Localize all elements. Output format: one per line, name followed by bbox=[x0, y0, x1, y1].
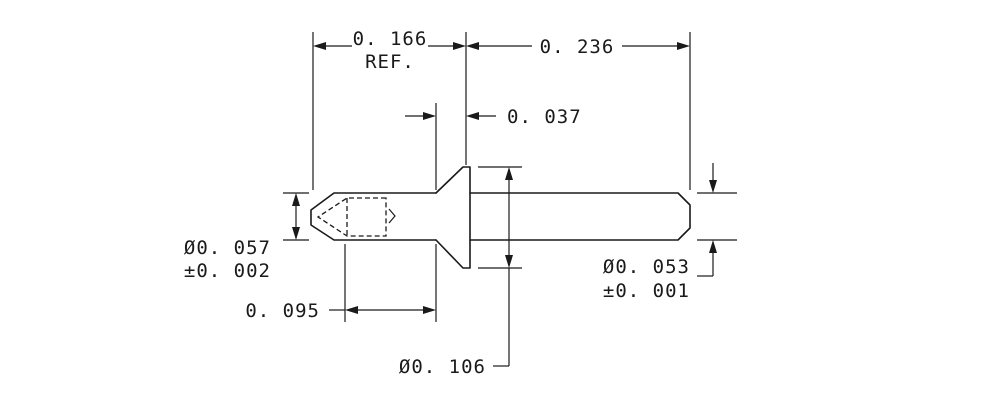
dim-shank-length: 0. 236 bbox=[466, 32, 691, 190]
pin-flange bbox=[435, 166, 471, 269]
dim-label-ref-suffix: REF. bbox=[365, 51, 415, 73]
dim-label-flange-diameter: Ø0. 106 bbox=[399, 356, 486, 378]
dim-shank-diameter: Ø0. 053 ±0. 001 bbox=[603, 163, 737, 302]
dim-overall-ref: 0. 166 REF. bbox=[312, 28, 467, 190]
dim-head-diameter: Ø0. 057 ±0. 002 bbox=[184, 192, 309, 282]
dim-label-shank-diameter: Ø0. 053 bbox=[603, 256, 690, 278]
hidden-cavity bbox=[316, 197, 387, 237]
dim-label-overall-ref: 0. 166 bbox=[353, 28, 428, 50]
pin-head bbox=[310, 192, 437, 241]
dim-label-head-length: 0. 095 bbox=[245, 300, 320, 322]
dim-label-head-diameter: Ø0. 057 bbox=[184, 237, 271, 259]
dim-label-shank-diameter-tol: ±0. 001 bbox=[603, 280, 690, 302]
pin-shank bbox=[469, 192, 691, 241]
dim-flange-thickness: 0. 037 bbox=[405, 103, 582, 190]
dim-label-flange-thickness: 0. 037 bbox=[507, 106, 582, 128]
pin-outline bbox=[310, 166, 691, 269]
dim-flange-diameter: Ø0. 106 bbox=[399, 166, 522, 378]
dim-label-head-diameter-tol: ±0. 002 bbox=[184, 260, 271, 282]
cavity-tip-mark bbox=[388, 208, 396, 224]
dim-head-length: 0. 095 bbox=[245, 244, 437, 322]
dim-label-shank-length: 0. 236 bbox=[540, 36, 615, 58]
